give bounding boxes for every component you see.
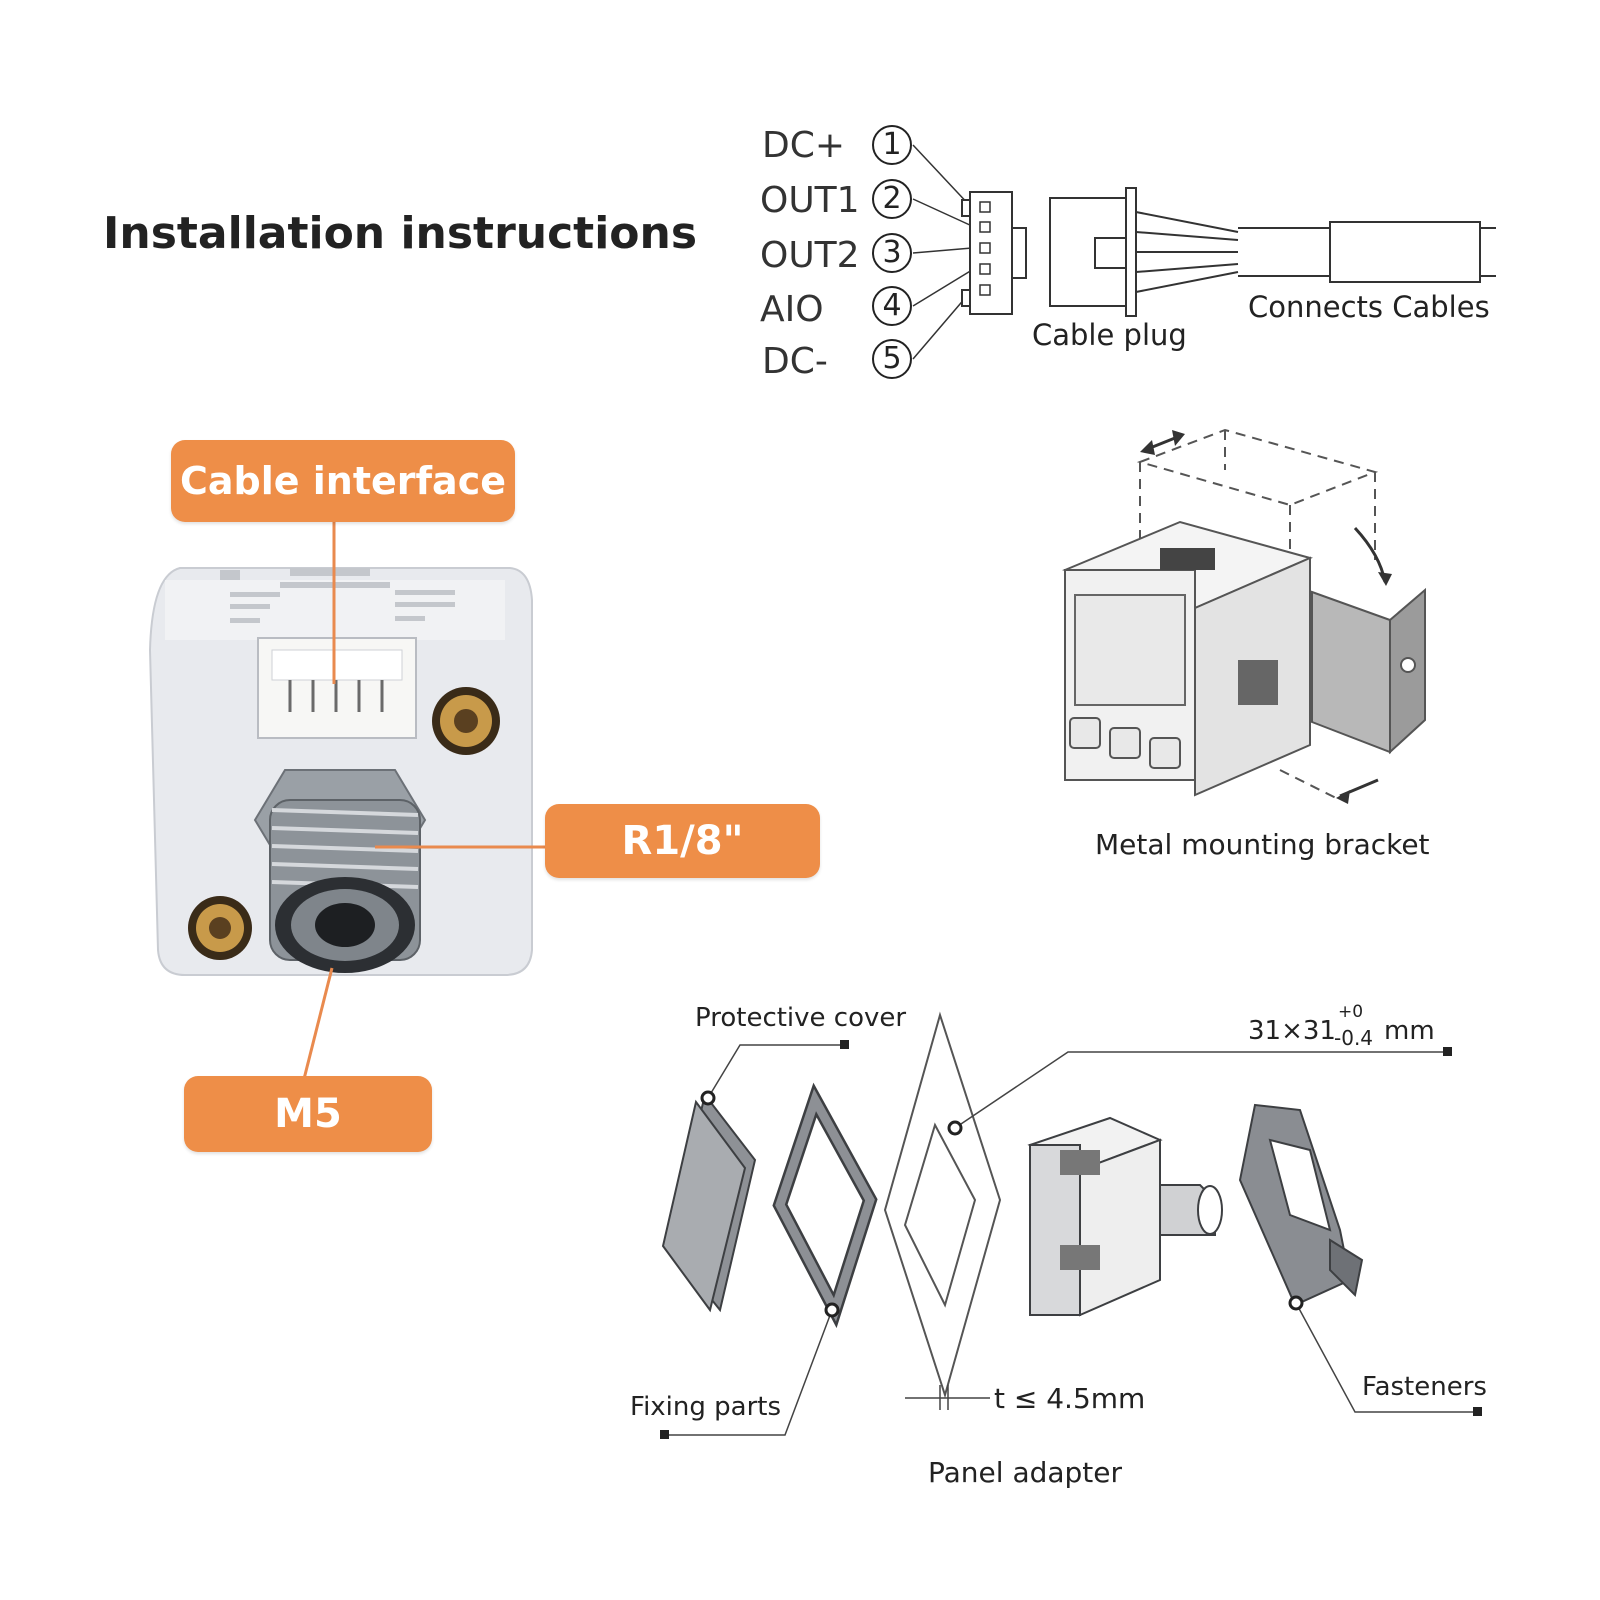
pin-number-2: 2 [872,179,912,219]
pin-number-1: 1 [872,125,912,165]
fasteners-label: Fasteners [1362,1372,1487,1402]
dimension-tol-lower: -0.4 [1334,1026,1374,1050]
callout-m5-port: M5 [184,1076,432,1152]
cable-plug-label: Cable plug [1032,318,1187,352]
pressure-sensor-photo [148,567,533,976]
brass-insert-top [432,687,500,755]
bracket-illustration [1062,428,1426,804]
pin-leader-lines [912,144,973,360]
cable-plug-icon [1049,187,1496,317]
pin-number-3: 3 [872,233,912,273]
dimension-tol-upper: +0 [1338,1002,1364,1022]
pin-label-dc-minus: DC- [762,341,828,382]
threaded-port [253,769,427,973]
pin-number-4: 4 [872,286,912,326]
pin-label-aio: AIO [760,289,824,330]
pin-label-out2: OUT2 [760,235,860,276]
dimension-label: 31×31 +0 -0.4 mm [1248,1002,1448,1054]
bracket-caption: Metal mounting bracket [1095,828,1430,861]
callout-cable-interface: Cable interface [171,440,515,522]
panel-adapter-illustration [660,1011,1482,1439]
pin-label-dc-plus: DC+ [762,125,846,166]
pin-number-5: 5 [872,339,912,379]
callout-lines [302,520,545,1080]
socket-pins [288,680,384,712]
dimension-unit: mm [1384,1016,1435,1046]
fixing-parts-label: Fixing parts [630,1392,782,1422]
pin-label-out1: OUT1 [760,180,860,221]
dimension-value: 31×31 [1248,1016,1336,1046]
protective-cover-label: Protective cover [695,1003,907,1033]
board-connector-icon [961,191,1027,315]
thickness-label: t ≤ 4.5mm [994,1382,1146,1415]
brass-insert-bottom [188,896,252,960]
page-title: Installation instructions [103,208,698,259]
callout-r18-thread: R1/8" [545,804,820,878]
panel-adapter-caption: Panel adapter [928,1456,1123,1489]
connects-cables-label: Connects Cables [1248,290,1490,324]
